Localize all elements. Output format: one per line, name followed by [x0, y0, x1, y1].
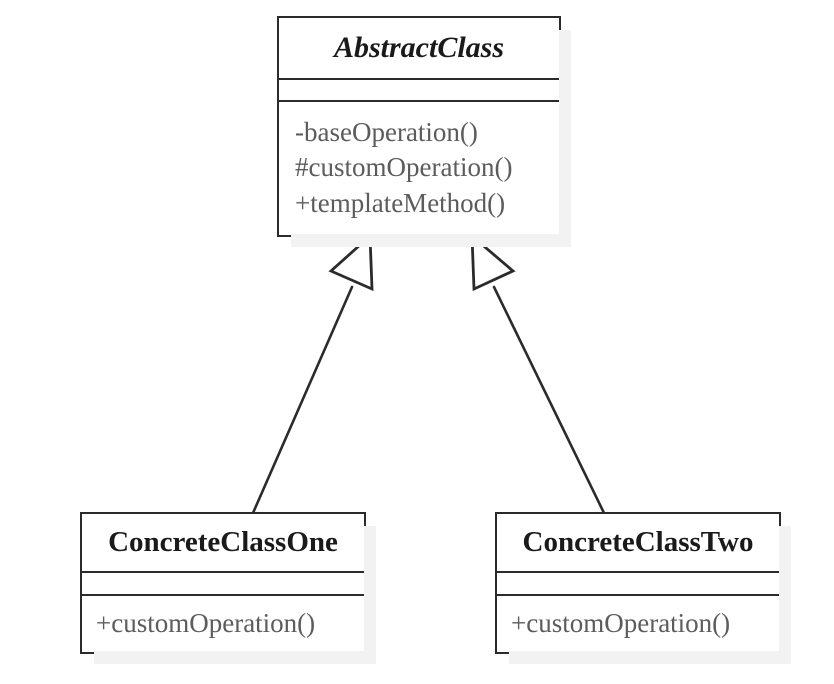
operation-item: +templateMethod() [295, 187, 506, 218]
operation-item: +customOperation() [96, 607, 316, 638]
generalization-line-concrete-two [492, 285, 606, 515]
operation-item: #customOperation() [295, 152, 513, 183]
operation-item: -baseOperation() [295, 117, 478, 148]
class-name-label: ConcreteClassOne [108, 526, 338, 559]
uml-class-concrete-class-two[interactable]: ConcreteClassTwo +customOperation() [495, 512, 791, 664]
class-operations-compartment: -baseOperation() #customOperation() +tem… [279, 100, 559, 234]
class-name-compartment: ConcreteClassOne [82, 514, 364, 571]
generalization-line-concrete-one [251, 285, 354, 515]
uml-class-concrete-class-one[interactable]: ConcreteClassOne +customOperation() [80, 512, 376, 664]
operation-item: +customOperation() [511, 607, 731, 638]
class-name-compartment: ConcreteClassTwo [497, 514, 779, 571]
class-name-label: AbstractClass [333, 31, 505, 65]
class-name-label: ConcreteClassTwo [522, 526, 754, 559]
hollow-triangle-arrowhead-concrete-one [328, 232, 374, 292]
class-name-compartment: AbstractClass [279, 18, 559, 78]
generalization-edge-concrete-two[interactable] [470, 232, 606, 515]
generalization-edge-concrete-one[interactable] [251, 232, 374, 515]
class-operations-compartment: +customOperation() [497, 594, 779, 651]
hollow-triangle-arrowhead-concrete-two [470, 232, 516, 292]
class-attributes-compartment [497, 571, 779, 594]
uml-class-abstract-class[interactable]: AbstractClass -baseOperation() #customOp… [277, 16, 571, 247]
class-attributes-compartment [279, 78, 559, 100]
class-operations-compartment: +customOperation() [82, 594, 364, 651]
class-attributes-compartment [82, 571, 364, 594]
